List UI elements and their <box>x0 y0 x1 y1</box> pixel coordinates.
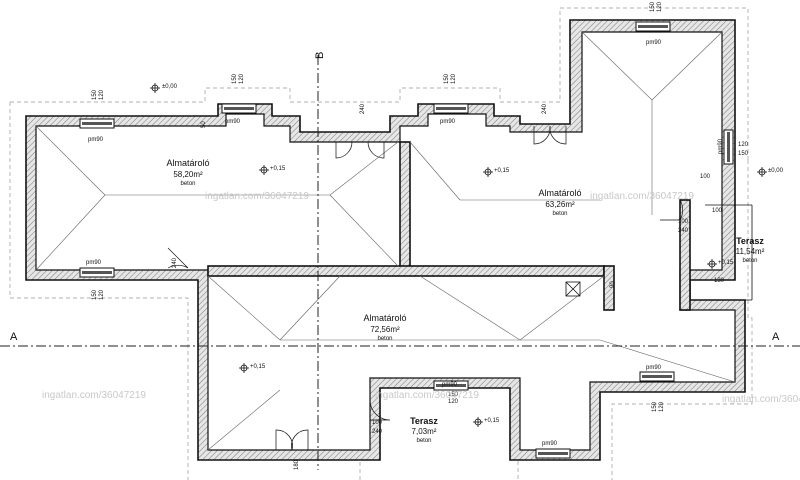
svg-text:150: 150 <box>92 289 98 300</box>
svg-text:Almatároló: Almatároló <box>538 188 581 198</box>
svg-text:120: 120 <box>738 142 749 148</box>
svg-text:pm90: pm90 <box>646 40 662 46</box>
terrace-outline <box>690 204 753 301</box>
svg-text:11,54m²: 11,54m² <box>736 247 765 256</box>
svg-text:120: 120 <box>451 73 457 84</box>
svg-text:Almatároló: Almatároló <box>166 158 209 168</box>
svg-text:100: 100 <box>712 208 723 214</box>
watermarks: ingatlan.com/36047219 ingatlan.com/36047… <box>42 191 800 405</box>
svg-text:ingatlan.com/36047219: ingatlan.com/36047219 <box>205 191 309 202</box>
svg-text:beton: beton <box>180 181 195 187</box>
svg-text:ingatlan.com/36047219: ingatlan.com/36047219 <box>590 191 694 202</box>
svg-text:pm90: pm90 <box>442 382 458 388</box>
svg-text:130: 130 <box>714 278 725 284</box>
svg-text:150: 150 <box>232 73 238 84</box>
doors <box>167 125 684 451</box>
svg-text:180: 180 <box>294 459 300 470</box>
svg-text:120: 120 <box>657 1 663 12</box>
svg-text:beton: beton <box>416 438 431 444</box>
windows <box>79 21 734 459</box>
svg-text:240: 240 <box>172 257 178 268</box>
svg-text:ingatlan.com/36047219: ingatlan.com/36047219 <box>375 390 479 401</box>
svg-text:7,03m²: 7,03m² <box>412 427 437 436</box>
svg-text:±0,00: ±0,00 <box>162 84 178 90</box>
svg-text:150: 150 <box>652 401 658 412</box>
room-label-storage-3: Almatároló 72,56m² beton <box>363 313 406 342</box>
svg-text:100: 100 <box>700 174 711 180</box>
svg-text:150: 150 <box>448 392 459 398</box>
svg-text:72,56m²: 72,56m² <box>370 325 400 334</box>
svg-text:pm90: pm90 <box>225 119 241 125</box>
axis-label-a-right: A <box>772 331 780 343</box>
svg-text:120: 120 <box>99 289 105 300</box>
svg-text:beton: beton <box>742 258 757 264</box>
svg-text:+0,15: +0,15 <box>270 166 286 172</box>
axis-lines <box>0 55 800 470</box>
svg-text:240: 240 <box>360 103 366 114</box>
room-label-storage-2: Almatároló 63,26m² beton <box>538 188 581 217</box>
svg-text:ingatlan.com/36047219: ingatlan.com/36047219 <box>722 394 800 405</box>
svg-text:240: 240 <box>372 429 383 435</box>
svg-text:150: 150 <box>444 73 450 84</box>
svg-text:+0,15: +0,15 <box>250 364 266 370</box>
room-label-terrace-2: Terasz 7,03m² beton <box>410 416 438 444</box>
window-labels: pm90 pm90 pm90 pm90 pm90 pm90 pm90 pm90 … <box>86 40 724 447</box>
svg-text:100: 100 <box>372 420 383 426</box>
svg-text:240: 240 <box>542 103 548 114</box>
svg-text:50: 50 <box>201 121 207 128</box>
svg-text:+0,15: +0,15 <box>484 418 500 424</box>
svg-text:pm90: pm90 <box>440 119 456 125</box>
svg-text:pm90: pm90 <box>542 441 558 447</box>
svg-text:63,26m²: 63,26m² <box>545 200 575 209</box>
level-labels: ±0,00 ±0,00 +0,15 +0,15 +0,15 +0,15 +0,1… <box>162 84 784 424</box>
svg-text:100: 100 <box>678 219 689 225</box>
svg-text:Almatároló: Almatároló <box>363 313 406 323</box>
svg-text:120: 120 <box>99 89 105 100</box>
room-label-storage-1: Almatároló 58,20m² beton <box>166 158 209 187</box>
svg-text:beton: beton <box>552 211 567 217</box>
svg-text:pm90: pm90 <box>88 137 104 143</box>
svg-text:150: 150 <box>650 1 656 12</box>
room-label-terrace-1: Terasz 11,54m² beton <box>736 236 765 264</box>
svg-text:Terasz: Terasz <box>736 236 764 246</box>
svg-text:beton: beton <box>377 336 392 342</box>
svg-text:+0,15: +0,15 <box>718 260 734 266</box>
svg-text:+0,15: +0,15 <box>494 168 510 174</box>
axis-label-b: B <box>314 52 326 59</box>
svg-text:120: 120 <box>239 73 245 84</box>
svg-text:±0,00: ±0,00 <box>768 168 784 174</box>
svg-text:240: 240 <box>678 228 689 234</box>
svg-text:pm90: pm90 <box>86 260 102 266</box>
dimension-labels: 150 120 150 120 50 150 120 240 240 150 1… <box>92 1 749 470</box>
svg-text:120: 120 <box>448 399 459 405</box>
svg-text:150: 150 <box>738 151 749 157</box>
svg-text:pm90: pm90 <box>718 138 724 154</box>
svg-text:ingatlan.com/36047219: ingatlan.com/36047219 <box>42 390 146 401</box>
roof-lines <box>35 31 736 451</box>
axis-label-a-left: A <box>10 331 18 343</box>
svg-text:pm90: pm90 <box>646 365 662 371</box>
svg-text:Terasz: Terasz <box>410 416 438 426</box>
svg-text:90: 90 <box>610 281 616 288</box>
svg-text:58,20m²: 58,20m² <box>173 170 203 179</box>
svg-text:150: 150 <box>92 89 98 100</box>
svg-text:120: 120 <box>659 401 665 412</box>
level-markers <box>150 83 767 427</box>
